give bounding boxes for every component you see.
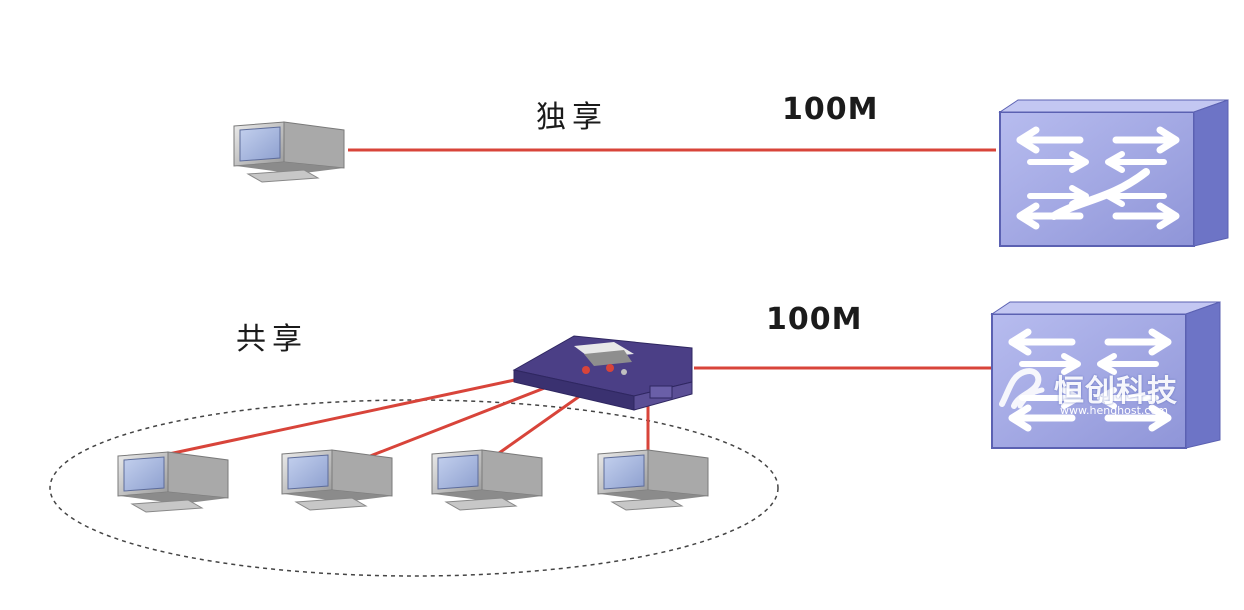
dedicated-label: 独享: [536, 100, 608, 135]
shared-link-line: [149, 376, 525, 460]
monitor-icon: [431, 449, 543, 511]
dedicated-speed-label: 100M: [782, 92, 879, 127]
shared-segment-outline: [49, 399, 779, 577]
watermark: 恒创科技: [996, 366, 1178, 410]
shared-speed-label: 100M: [766, 302, 863, 337]
monitor-icon: [597, 449, 709, 511]
switch-icon: [1000, 100, 1228, 246]
shared-links: [149, 376, 650, 462]
hub-icon: [512, 335, 693, 411]
monitor-icon: [117, 451, 229, 513]
watermark-url: www.henghost.com: [1060, 404, 1168, 417]
brand-logo-icon: [999, 368, 1045, 409]
shared-label: 共享: [236, 322, 308, 357]
watermark-title: 恒创科技: [1054, 374, 1178, 409]
shared-link-line: [491, 384, 595, 460]
shared-link-line: [359, 380, 561, 462]
monitor-icon: [281, 449, 393, 511]
monitor-icon: [233, 121, 345, 183]
